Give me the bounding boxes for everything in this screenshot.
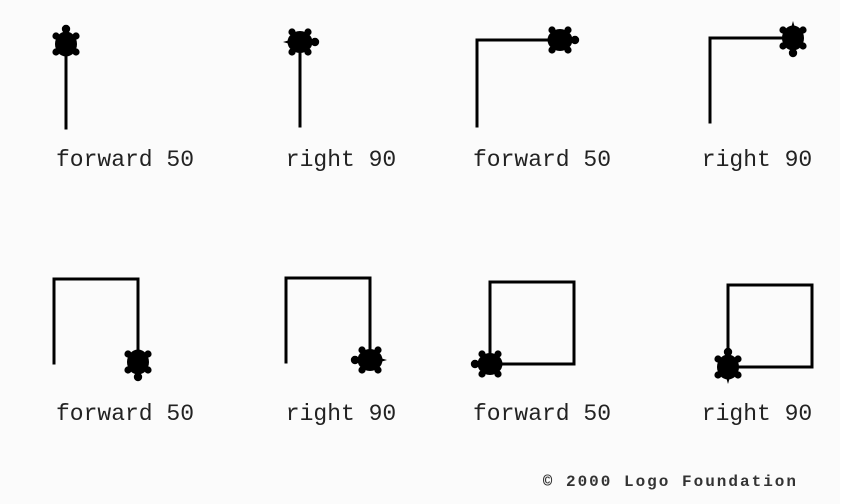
copyright-notice: © 2000 Logo Foundation — [542, 473, 798, 491]
step-1-drawing — [52, 24, 80, 130]
step-2-drawing — [283, 28, 320, 128]
turtle-trail-line — [284, 276, 372, 364]
step-3-drawing — [475, 26, 580, 128]
turtle-icon — [543, 26, 580, 54]
step-6-caption: right 90 — [285, 401, 397, 427]
diagram-panel: forward 50 right 90 forward 50 right 90 … — [52, 21, 814, 491]
turtle-icon — [52, 24, 80, 61]
step-3-caption: forward 50 — [472, 147, 612, 173]
turtle-icon — [714, 347, 742, 384]
turtle-icon — [470, 350, 507, 378]
turtle-trail-line — [726, 283, 814, 369]
turtle-icon — [283, 28, 320, 56]
step-7-caption: forward 50 — [472, 401, 612, 427]
turtle-trail-line — [708, 36, 795, 124]
step-8-drawing — [714, 283, 814, 384]
step-2-caption: right 90 — [285, 147, 397, 173]
step-8-caption: right 90 — [701, 401, 813, 427]
turtle-icon — [779, 21, 807, 58]
turtle-icon — [124, 345, 152, 382]
step-4-caption: right 90 — [701, 147, 813, 173]
step-6-drawing — [284, 276, 387, 374]
turtle-icon — [350, 346, 387, 374]
turtle-trail-line — [475, 38, 562, 128]
step-1-caption: forward 50 — [55, 147, 195, 173]
step-4-drawing — [708, 21, 807, 124]
turtle-trail-line — [488, 280, 576, 366]
turtle-trail-line — [52, 277, 140, 365]
step-5-drawing — [52, 277, 152, 382]
step-7-drawing — [470, 280, 576, 378]
step-5-caption: forward 50 — [55, 401, 195, 427]
